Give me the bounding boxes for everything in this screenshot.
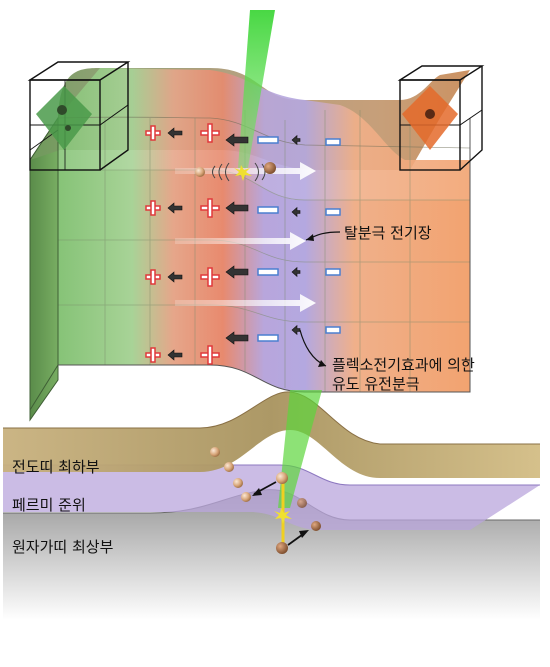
positive-charge	[145, 269, 161, 285]
label-flexoelectric-line2: 유도 유전분극	[332, 375, 420, 393]
block-front	[58, 170, 470, 392]
polarization-arrow	[225, 133, 249, 147]
crystal-block	[29, 68, 471, 422]
negative-charge	[325, 208, 341, 216]
polarization-arrow	[291, 266, 301, 278]
label-conduction-band: 전도띠 최하부	[12, 458, 100, 476]
label-flexoelectric-line1: 플렉소전기효과에 의한	[332, 356, 475, 374]
negative-charge	[325, 138, 341, 146]
positive-charge	[200, 267, 220, 287]
green-unit-cell	[27, 61, 131, 171]
flexo-label-group: 플렉소전기효과에 의한 유도 유전분극	[299, 329, 475, 393]
field-label-group: 탈분극 전기장	[305, 224, 432, 242]
label-fermi-level: 페르미 준위	[12, 496, 86, 514]
polarization-arrow	[291, 206, 301, 218]
negative-charge	[325, 326, 341, 334]
negative-charge	[257, 268, 279, 276]
negative-charge	[257, 136, 279, 144]
positive-charge	[145, 347, 161, 363]
negative-charge	[257, 334, 279, 342]
positive-charge	[200, 198, 220, 218]
positive-charge	[145, 200, 161, 216]
carrier-particles	[210, 447, 321, 554]
polarization-arrow	[167, 202, 183, 214]
orange-unit-cell	[397, 65, 485, 171]
excitation-spot	[195, 162, 276, 182]
laser-beam-top	[238, 10, 275, 168]
polarization-arrow	[291, 134, 301, 146]
polarization-arrow	[291, 324, 301, 336]
laser-beam-bottom	[278, 390, 322, 508]
polarization-arrow	[167, 127, 183, 139]
negative-charge	[257, 206, 279, 214]
polarization-arrow	[167, 271, 183, 283]
positive-charge	[145, 125, 161, 141]
block-left-face	[29, 116, 59, 422]
charge-arrows	[167, 127, 301, 361]
negative-charge	[325, 268, 341, 276]
positive-charges	[145, 123, 220, 365]
label-depolarization-field: 탈분극 전기장	[344, 224, 432, 242]
carrier-arrows	[252, 481, 309, 546]
green-octahedron	[36, 86, 92, 150]
polarization-arrow	[167, 349, 183, 361]
positive-charge	[200, 345, 220, 365]
label-valence-band: 원자가띠 최상부	[12, 538, 114, 556]
spark-icon-bottom	[274, 508, 292, 524]
polarization-arrow	[225, 201, 249, 215]
spark-icon	[234, 165, 252, 181]
positive-charge	[200, 123, 220, 143]
polarization-arrow	[225, 331, 249, 345]
polarization-arrow	[225, 265, 249, 279]
negative-charges	[257, 136, 341, 342]
